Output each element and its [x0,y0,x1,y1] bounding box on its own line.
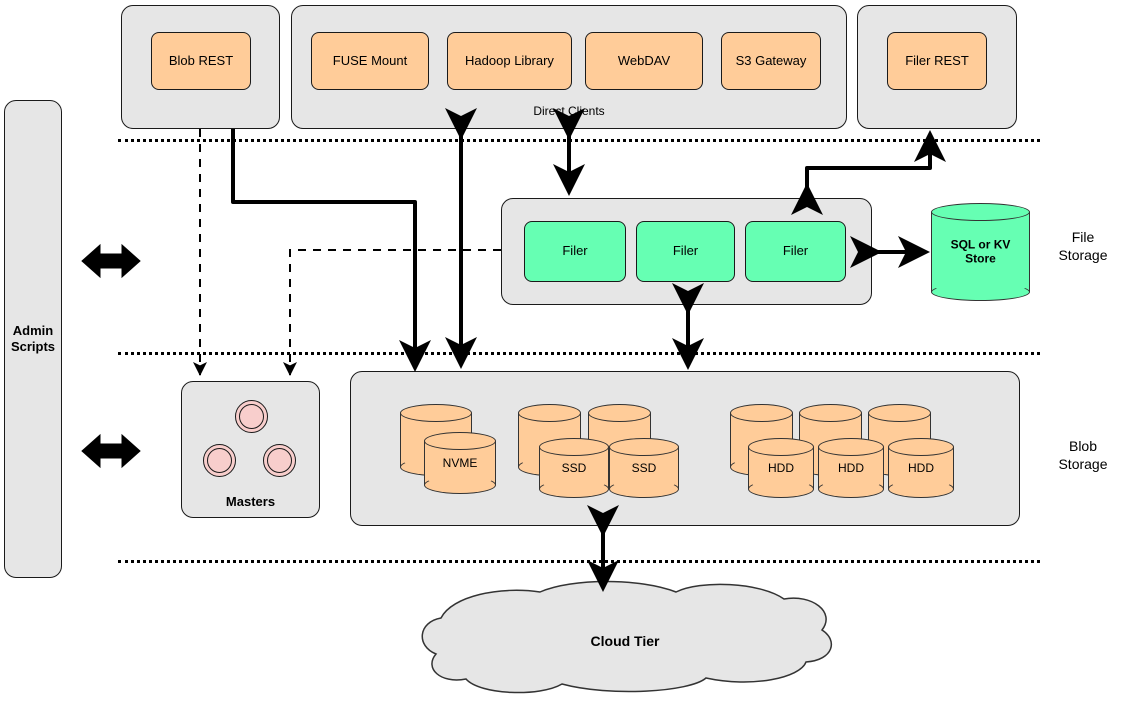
direct-clients-caption: Direct Clients [533,104,605,118]
volume-cylinder-ssd-1-label: SSD [561,461,587,475]
admin-scripts-label: Admin Scripts [11,323,55,356]
admin-scripts-label-line2: Scripts [10,339,56,354]
sql-kv-store-label: SQL or KV Store [931,238,1030,267]
blob-rest-to-volume-servers-arrow [231,129,431,372]
node-filer-2[interactable]: Filer [636,221,735,282]
volume-cylinder-hdd-1[interactable]: HDD [748,438,814,498]
sql-kv-store-label-line1: SQL or KV [950,237,1011,252]
volume-cylinder-hdd-1-label: HDD [768,461,794,475]
node-filer-1[interactable]: Filer [524,221,626,282]
tier-label-blob-storage-line1: Blob [1068,438,1098,454]
volume-cylinder-hdd-3[interactable]: HDD [888,438,954,498]
tier-label-blob-storage: Blob Storage [1045,438,1121,473]
admin-scripts-panel[interactable]: Admin Scripts [4,100,62,578]
node-webdav[interactable]: WebDAV [585,32,703,90]
admin-to-file-storage-arrow [81,243,141,279]
volume-cylinder-ssd-2[interactable]: SSD [609,438,679,498]
node-blob-rest[interactable]: Blob REST [151,32,251,90]
volume-cylinder-hdd-2[interactable]: HDD [818,438,884,498]
tier-label-blob-storage-line2: Storage [1058,455,1108,472]
tier-separator-file-blob [118,352,1040,355]
volume-cylinder-ssd-2-label: SSD [631,461,657,475]
tier-label-file-storage-line2: Storage [1058,246,1108,263]
filer-to-masters-dashed [283,249,501,376]
node-s3-gateway[interactable]: S3 Gateway [721,32,821,90]
masters-label: Masters [225,494,276,509]
tier-separator-clients-file [118,139,1040,142]
volume-cylinder-nvme[interactable]: NVME [424,432,496,494]
volume-cylinder-hdd-2-label: HDD [838,461,864,475]
volume-cylinder-ssd-1[interactable]: SSD [539,438,609,498]
master-node-2[interactable] [203,444,236,477]
sql-kv-store-label-line2: Store [965,252,996,266]
cylinder-body [931,212,1030,292]
master-node-3[interactable] [263,444,296,477]
node-filer-3[interactable]: Filer [745,221,846,282]
tier-label-file-storage: File Storage [1045,229,1121,264]
admin-scripts-label-line1: Admin [12,322,54,338]
cloud-tier-label: Cloud Tier [590,633,660,649]
cylinder-top [931,203,1030,221]
node-filer-rest[interactable]: Filer REST [887,32,987,90]
volume-cylinder-nvme-label: NVME [442,456,478,470]
master-node-1[interactable] [235,400,268,433]
node-hadoop-library[interactable]: Hadoop Library [447,32,572,90]
sql-kv-store-cylinder[interactable]: SQL or KV Store [931,203,1030,301]
admin-to-blob-storage-arrow [81,433,141,469]
tier-separator-blob-cloud [118,560,1040,563]
volume-cylinder-hdd-3-label: HDD [908,461,934,475]
masters-group [181,381,320,518]
cylinder-bottom [931,283,1030,301]
node-fuse-mount[interactable]: FUSE Mount [311,32,429,90]
tier-label-file-storage-line1: File [1071,229,1095,245]
